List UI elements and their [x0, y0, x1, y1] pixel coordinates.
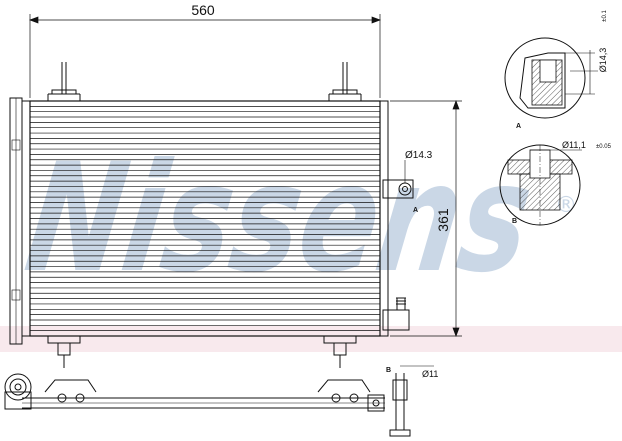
watermark-registered: ® — [555, 193, 577, 218]
right-header — [379, 100, 389, 337]
bottom-bracket-right — [323, 336, 357, 368]
condenser-front-view — [9, 62, 414, 368]
side-view-receiver — [4, 373, 32, 401]
watermark-band — [0, 326, 622, 352]
marker-b: B — [386, 367, 391, 374]
inlet-fitting — [382, 160, 414, 199]
detail-a-tolerance: ±0.1 — [602, 10, 608, 22]
detail-b-dimension: Ø11,1 — [562, 140, 586, 150]
detail-b-label: B — [512, 218, 517, 225]
top-bracket-right — [328, 62, 362, 101]
marker-a: A — [413, 207, 418, 214]
receiver-bracket — [21, 100, 31, 337]
outlet-diameter-label: Ø11 — [422, 369, 438, 379]
height-dimension-label: 361 — [435, 208, 451, 232]
condenser-fins — [30, 105, 380, 332]
bottom-bracket-left — [47, 336, 81, 368]
width-dimension-label: 560 — [191, 2, 215, 18]
outlet-fitting — [382, 297, 410, 331]
inlet-diameter-label: Ø14.3 — [405, 150, 433, 161]
detail-a — [504, 37, 598, 119]
detail-a-circle — [504, 37, 586, 119]
detail-b — [499, 144, 582, 226]
detail-a-label: A — [516, 123, 521, 130]
width-dimension — [29, 14, 381, 98]
detail-b-tolerance: ±0.05 — [596, 144, 612, 150]
condenser-side-view — [4, 365, 434, 437]
detail-a-dimension: Ø14,3 — [598, 48, 608, 73]
height-dimension — [390, 100, 462, 337]
top-bracket-left — [47, 62, 81, 101]
